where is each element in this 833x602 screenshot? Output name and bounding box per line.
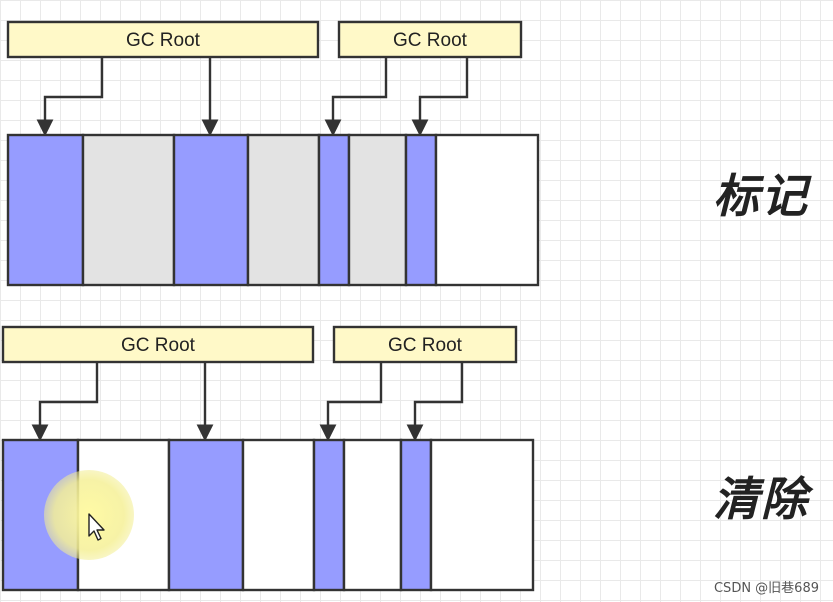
- mark-reference-arrow-2-1: [324, 57, 388, 137]
- sweep-gc-root-box-2: [332, 325, 518, 364]
- sweep-reference-arrow-2-1: [319, 362, 383, 442]
- mark-memory-block-6-garbage: [347, 133, 408, 287]
- cursor-arrow-icon: [88, 513, 105, 541]
- sweep-phase-label: 清除: [713, 472, 809, 526]
- mark-memory-block-3-reachable: [172, 133, 250, 287]
- mark-phase-label: 标记: [713, 169, 809, 223]
- sweep-reference-arrow-2-2: [406, 362, 464, 442]
- sweep-gc-root-label-2: GC Root: [388, 335, 463, 356]
- mark-memory-block-4-garbage: [246, 133, 321, 287]
- sweep-reference-arrow-1-1: [31, 362, 99, 442]
- sweep-memory-block-8-free: [429, 438, 535, 592]
- mark-gc-root-box-2: [337, 20, 523, 59]
- mouse-pointer: [44, 470, 136, 562]
- sweep-memory-block-3-reachable: [167, 438, 245, 592]
- mark-phase-diagram: GC Root GC Root: [6, 20, 540, 287]
- mark-reference-arrow-2-2: [411, 57, 469, 137]
- sweep-memory-block-6-free: [342, 438, 403, 592]
- mark-memory-block-8-free: [434, 133, 540, 287]
- mark-gc-root-box-1: [6, 20, 320, 59]
- sweep-memory-block-4-free: [241, 438, 316, 592]
- sweep-gc-root-label-1: GC Root: [121, 335, 196, 356]
- sweep-memory-block-5-reachable: [312, 438, 346, 592]
- mark-reference-arrow-1-1: [36, 57, 104, 137]
- sweep-gc-root-box-1: [1, 325, 315, 364]
- mark-memory-block-1-reachable: [6, 133, 85, 287]
- mark-memory-block-2-garbage: [81, 133, 176, 287]
- mark-gc-root-label-2: GC Root: [393, 30, 468, 51]
- mark-gc-root-label-1: GC Root: [126, 30, 201, 51]
- watermark: CSDN @旧巷689: [713, 581, 819, 596]
- mark-memory-block-5-reachable: [317, 133, 351, 287]
- sweep-memory-block-7-reachable: [399, 438, 433, 592]
- mark-memory-block-7-reachable: [404, 133, 438, 287]
